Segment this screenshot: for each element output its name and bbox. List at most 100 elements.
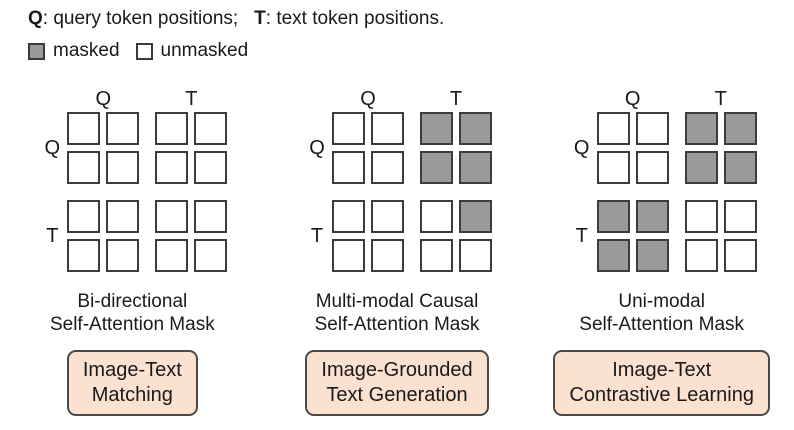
mask-cell-masked xyxy=(459,112,492,145)
mask-cell-unmasked xyxy=(459,239,492,272)
mask-quadrant-tq xyxy=(332,200,404,272)
mask-cell-unmasked xyxy=(723,200,757,233)
mask-caption: Uni-modal Self-Attention Mask xyxy=(579,291,745,335)
row-headers: Q T xyxy=(302,112,332,272)
legend-t-key: T xyxy=(254,8,266,29)
mask-cell-masked xyxy=(596,239,630,272)
mask-panel: Q T Q T Uni-modal Self-Attention Mask Im… xyxy=(529,88,794,416)
task-box[interactable]: Image-Grounded Text Generation xyxy=(305,350,489,416)
attention-mask-matrix: Q T Q T xyxy=(37,88,228,272)
mask-cell-unmasked xyxy=(420,200,453,233)
row-header-q: Q xyxy=(573,136,590,159)
mask-cell-masked xyxy=(684,151,718,184)
matrix-body: Q T xyxy=(567,112,757,272)
mask-cell-unmasked xyxy=(371,151,404,184)
column-headers: Q T xyxy=(597,88,757,110)
mask-panel: Q T Q T Bi-directional Self-Attention Ma… xyxy=(0,88,265,416)
mask-cell-unmasked xyxy=(332,200,365,233)
mask-cell-unmasked xyxy=(106,112,140,145)
mask-cell-masked xyxy=(420,112,453,145)
row-header-t: T xyxy=(46,224,59,247)
row-header-q: Q xyxy=(309,136,325,159)
mask-quadrant-qq xyxy=(332,112,404,184)
mask-cell-unmasked xyxy=(155,112,189,145)
mask-quadrant-tq xyxy=(596,200,669,272)
mask-cell-unmasked xyxy=(332,112,365,145)
attention-mask-matrix: Q T Q T xyxy=(567,88,757,272)
mask-panel: Q T Q T Multi-modal Causal Self-Attentio… xyxy=(265,88,530,416)
mask-cell-masked xyxy=(459,200,492,233)
column-header-q: Q xyxy=(360,88,376,110)
mask-cell-unmasked xyxy=(155,151,189,184)
mask-caption: Multi-modal Causal Self-Attention Mask xyxy=(314,291,480,335)
row-header-t: T xyxy=(575,224,588,247)
row-header-t: T xyxy=(310,224,324,247)
mask-grid xyxy=(67,112,228,272)
legend-token-definitions: Q: query token positions; T: text token p… xyxy=(28,6,444,32)
mask-cell-unmasked xyxy=(106,200,140,233)
mask-cell-unmasked xyxy=(635,112,669,145)
column-header-q: Q xyxy=(95,88,112,110)
legend-q-key: Q xyxy=(28,8,43,29)
mask-quadrant-tt xyxy=(155,200,228,272)
mask-cell-unmasked xyxy=(67,239,101,272)
mask-quadrant-tt xyxy=(420,200,492,272)
mask-quadrant-tq xyxy=(67,200,140,272)
row-headers: Q T xyxy=(37,112,67,272)
mask-cell-unmasked xyxy=(155,239,189,272)
mask-caption: Bi-directional Self-Attention Mask xyxy=(49,291,215,335)
mask-quadrant-tt xyxy=(684,200,757,272)
mask-cell-unmasked xyxy=(723,239,757,272)
masked-label: masked xyxy=(53,40,120,61)
mask-cell-unmasked xyxy=(67,200,101,233)
mask-cell-masked xyxy=(596,200,630,233)
legend-q-text: : query token positions; xyxy=(42,8,239,29)
mask-cell-masked xyxy=(684,112,718,145)
mask-cell-unmasked xyxy=(194,151,228,184)
mask-cell-unmasked xyxy=(67,151,101,184)
mask-cell-masked xyxy=(420,151,453,184)
legend: Q: query token positions; T: text token p… xyxy=(28,6,444,64)
legend-t-text: : text token positions. xyxy=(265,8,445,29)
mask-quadrant-qt xyxy=(684,112,757,184)
unmasked-swatch-icon xyxy=(135,42,153,60)
mask-cell-unmasked xyxy=(194,239,228,272)
mask-grid xyxy=(596,112,757,272)
mask-panels: Q T Q T Bi-directional Self-Attention Ma… xyxy=(0,88,794,416)
mask-cell-unmasked xyxy=(194,200,228,233)
mask-cell-unmasked xyxy=(67,112,101,145)
mask-cell-masked xyxy=(723,151,757,184)
column-header-t: T xyxy=(714,88,727,110)
mask-cell-masked xyxy=(635,239,669,272)
column-header-t: T xyxy=(185,88,198,110)
mask-cell-unmasked xyxy=(635,151,669,184)
mask-cell-unmasked xyxy=(106,239,140,272)
attention-mask-matrix: Q T Q T xyxy=(302,88,492,272)
masked-swatch-icon xyxy=(28,42,45,60)
column-headers: Q T xyxy=(67,88,227,110)
mask-cell-unmasked xyxy=(332,239,365,272)
mask-cell-unmasked xyxy=(106,151,140,184)
mask-cell-unmasked xyxy=(596,112,630,145)
row-headers: Q T xyxy=(567,112,597,272)
mask-cell-masked xyxy=(723,112,757,145)
mask-cell-unmasked xyxy=(596,151,630,184)
legend-mask-key: masked unmasked xyxy=(28,38,444,64)
matrix-body: Q T xyxy=(37,112,228,272)
mask-cell-unmasked xyxy=(194,112,228,145)
mask-cell-unmasked xyxy=(420,239,453,272)
unmasked-label: unmasked xyxy=(160,40,249,61)
mask-cell-unmasked xyxy=(371,200,404,233)
mask-cell-unmasked xyxy=(155,200,189,233)
mask-quadrant-qq xyxy=(67,112,140,184)
mask-quadrant-qt xyxy=(155,112,228,184)
column-header-q: Q xyxy=(624,88,641,110)
column-header-t: T xyxy=(449,88,463,110)
mask-cell-unmasked xyxy=(332,151,365,184)
task-box[interactable]: Image-Text Contrastive Learning xyxy=(553,350,770,416)
mask-quadrant-qt xyxy=(420,112,492,184)
mask-cell-unmasked xyxy=(371,239,404,272)
mask-grid xyxy=(332,112,492,272)
matrix-body: Q T xyxy=(302,112,492,272)
task-box[interactable]: Image-Text Matching xyxy=(66,350,198,416)
